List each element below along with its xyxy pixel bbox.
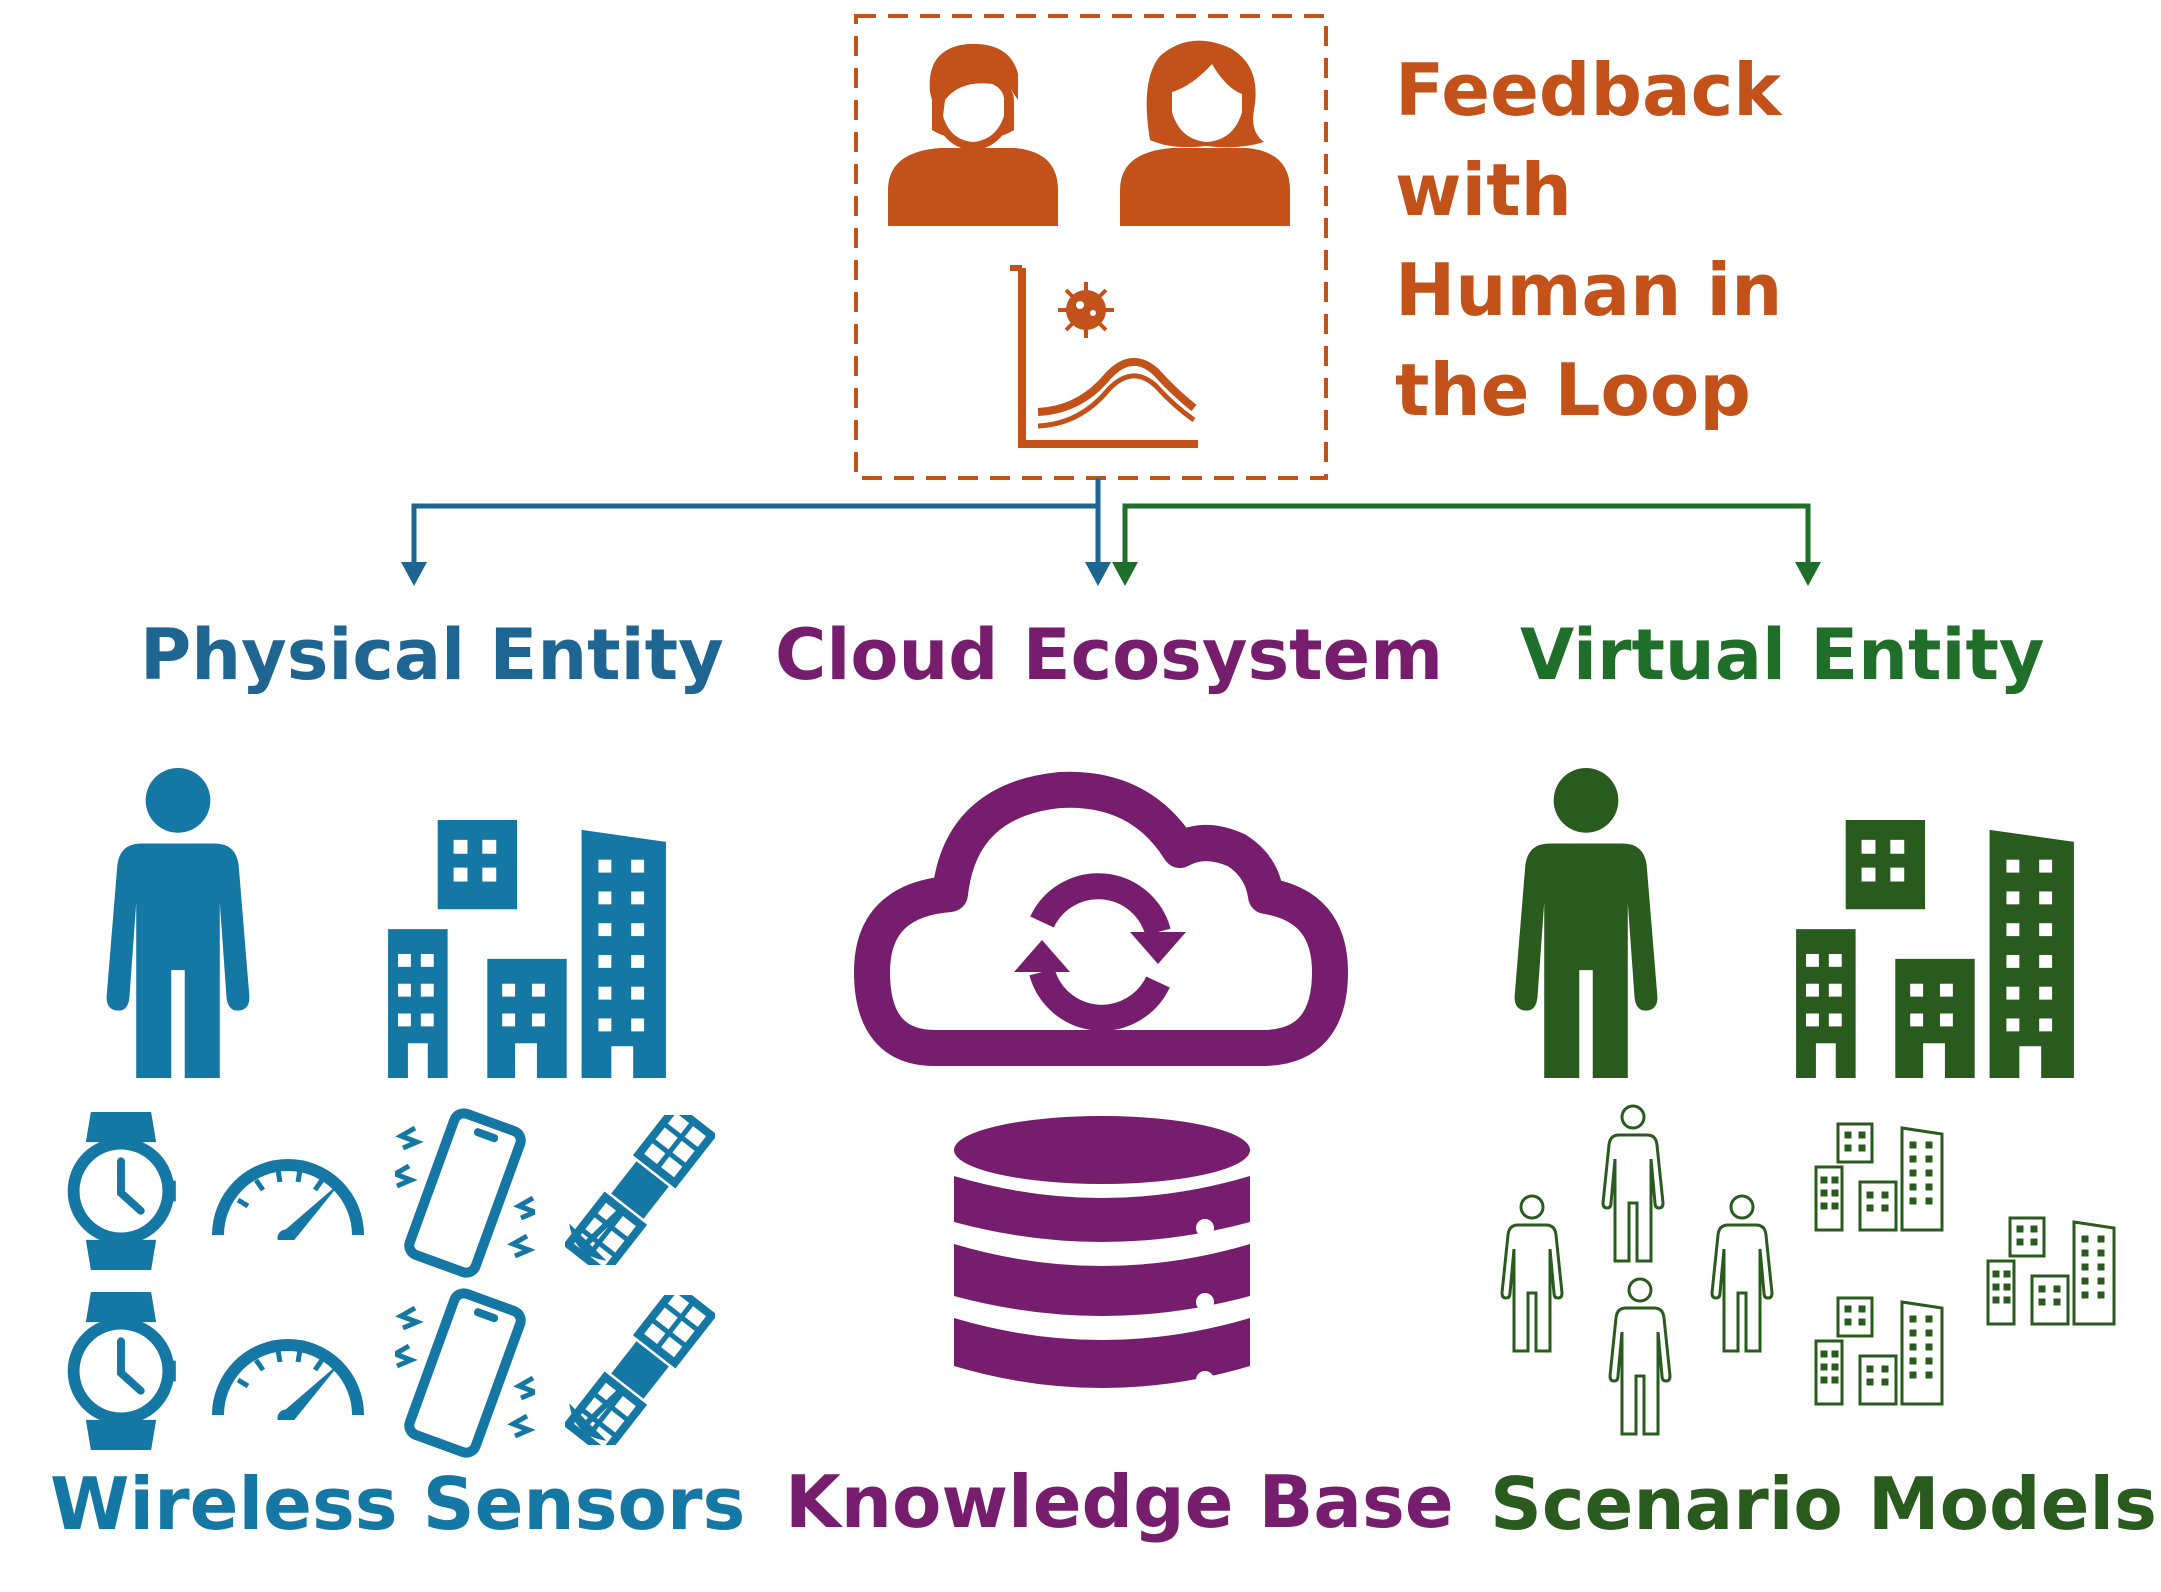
physical-person-icon (106, 768, 250, 1078)
virtual-entity-title: Virtual Entity (1520, 614, 2045, 696)
buildings-outline-icon (1986, 1216, 2116, 1326)
arrowhead-cloud-blue (1085, 562, 1111, 586)
vibrating-phone-icon (395, 1111, 535, 1276)
physical-buildings-icon (388, 820, 666, 1078)
person-outline-icon (1608, 1277, 1672, 1436)
cloud-ecosystem-title: Cloud Ecosystem (775, 614, 1444, 696)
feedback-line: with (1395, 148, 1572, 232)
person-outline-icon (1710, 1194, 1774, 1353)
scenario-models-caption: Scenario Models (1490, 1462, 2157, 1546)
connector-blue (411, 478, 1101, 568)
speedometer-icon (218, 1345, 358, 1426)
buildings-outline-icon (1814, 1296, 1944, 1406)
person-outline-icon (1500, 1194, 1564, 1353)
feedback-label: Feedback with Human in the Loop (1395, 40, 1782, 440)
virtual-person-icon (1514, 768, 1658, 1078)
feedback-line: Human in (1395, 248, 1783, 332)
epidemic-curve-icon (1010, 265, 1198, 448)
wireless-sensors-caption: Wireless Sensors (50, 1462, 746, 1546)
vibrating-phone-icon (395, 1291, 535, 1456)
person-outline-icon (1601, 1104, 1665, 1263)
feedback-line: Feedback (1395, 48, 1782, 132)
connector-green (1122, 503, 1811, 568)
man-icon (888, 43, 1058, 226)
feedback-line: the Loop (1395, 348, 1751, 432)
database-icon (954, 1116, 1250, 1389)
cloud-sync-icon (854, 771, 1348, 1066)
arrowhead-cloud-green (1112, 562, 1138, 586)
smartwatch-icon (74, 1112, 176, 1270)
virtual-buildings-icon (1796, 820, 2074, 1078)
speedometer-icon (218, 1165, 358, 1246)
feedback-box (854, 14, 1328, 480)
physical-entity-title: Physical Entity (140, 614, 724, 696)
satellite-icon (568, 1287, 711, 1452)
satellite-icon (568, 1107, 711, 1272)
arrowhead-physical (401, 562, 427, 586)
smartwatch-icon (74, 1292, 176, 1450)
knowledge-base-caption: Knowledge Base (785, 1460, 1454, 1544)
buildings-outline-icon (1814, 1122, 1944, 1232)
woman-icon (1120, 40, 1290, 226)
arrowhead-virtual (1795, 562, 1821, 586)
